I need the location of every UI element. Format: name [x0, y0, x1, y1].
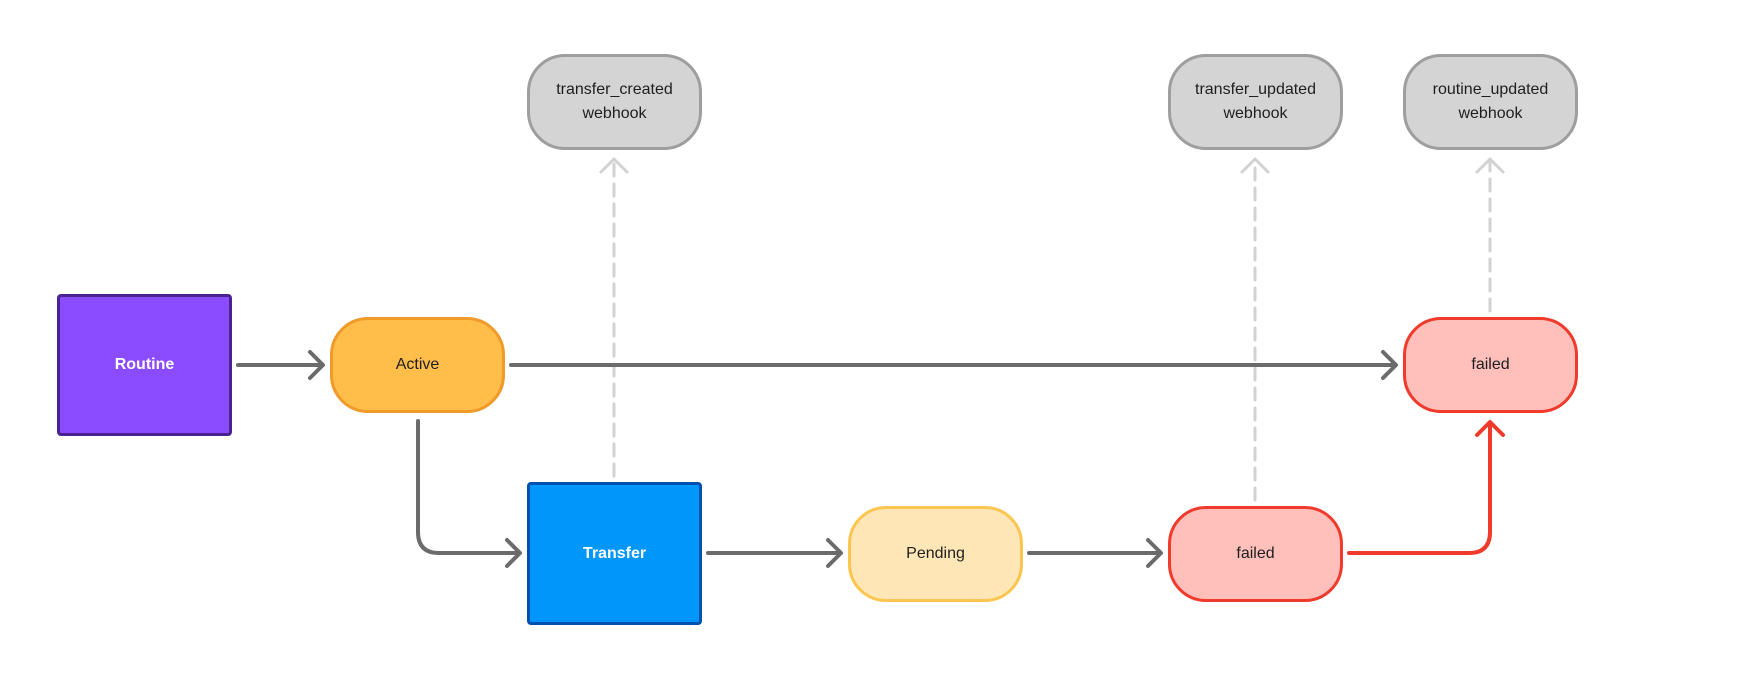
arrowhead-transfer-updated-webhook — [1240, 157, 1270, 174]
failed-label: failed — [1471, 356, 1510, 373]
arrowhead-routine-updated-webhook — [1475, 157, 1505, 174]
webhook-label-line1: transfer_updated — [1195, 81, 1316, 98]
connector-failed-to-failed — [1347, 421, 1492, 555]
arrowhead-active-to-failed — [1381, 350, 1398, 380]
arrowhead-transfer-created-webhook — [599, 157, 629, 174]
arrowhead-pending-to-failed — [1146, 538, 1163, 568]
transfer-failed-node: failed — [1168, 506, 1343, 602]
routine-node: Routine — [57, 294, 232, 436]
failed-label: failed — [1236, 545, 1275, 562]
connector-active-to-transfer — [416, 419, 521, 555]
pending-label: Pending — [906, 545, 965, 562]
arrowhead-routine-to-active — [308, 350, 325, 380]
arrowhead-transfer-to-pending — [826, 538, 843, 568]
routine-failed-node: failed — [1403, 317, 1578, 413]
routine-updated-webhook-node: routine_updated webhook — [1403, 54, 1578, 150]
arrowhead-active-to-transfer — [505, 538, 522, 568]
active-label: Active — [395, 356, 440, 373]
transfer-node: Transfer — [527, 482, 702, 625]
webhook-label-line1: transfer_created — [556, 81, 673, 98]
pending-node: Pending — [848, 506, 1023, 602]
webhook-label-line2: webhook — [582, 105, 647, 122]
active-node: Active — [330, 317, 505, 413]
webhook-label-line1: routine_updated — [1432, 81, 1549, 98]
webhook-label-line2: webhook — [1223, 105, 1288, 122]
arrowhead-failed-to-failed — [1475, 420, 1505, 437]
transfer-updated-webhook-node: transfer_updated webhook — [1168, 54, 1343, 150]
routine-label: Routine — [114, 356, 175, 373]
transfer-created-webhook-node: transfer_created webhook — [527, 54, 702, 150]
transfer-label: Transfer — [582, 544, 647, 562]
webhook-label-line2: webhook — [1458, 105, 1523, 122]
